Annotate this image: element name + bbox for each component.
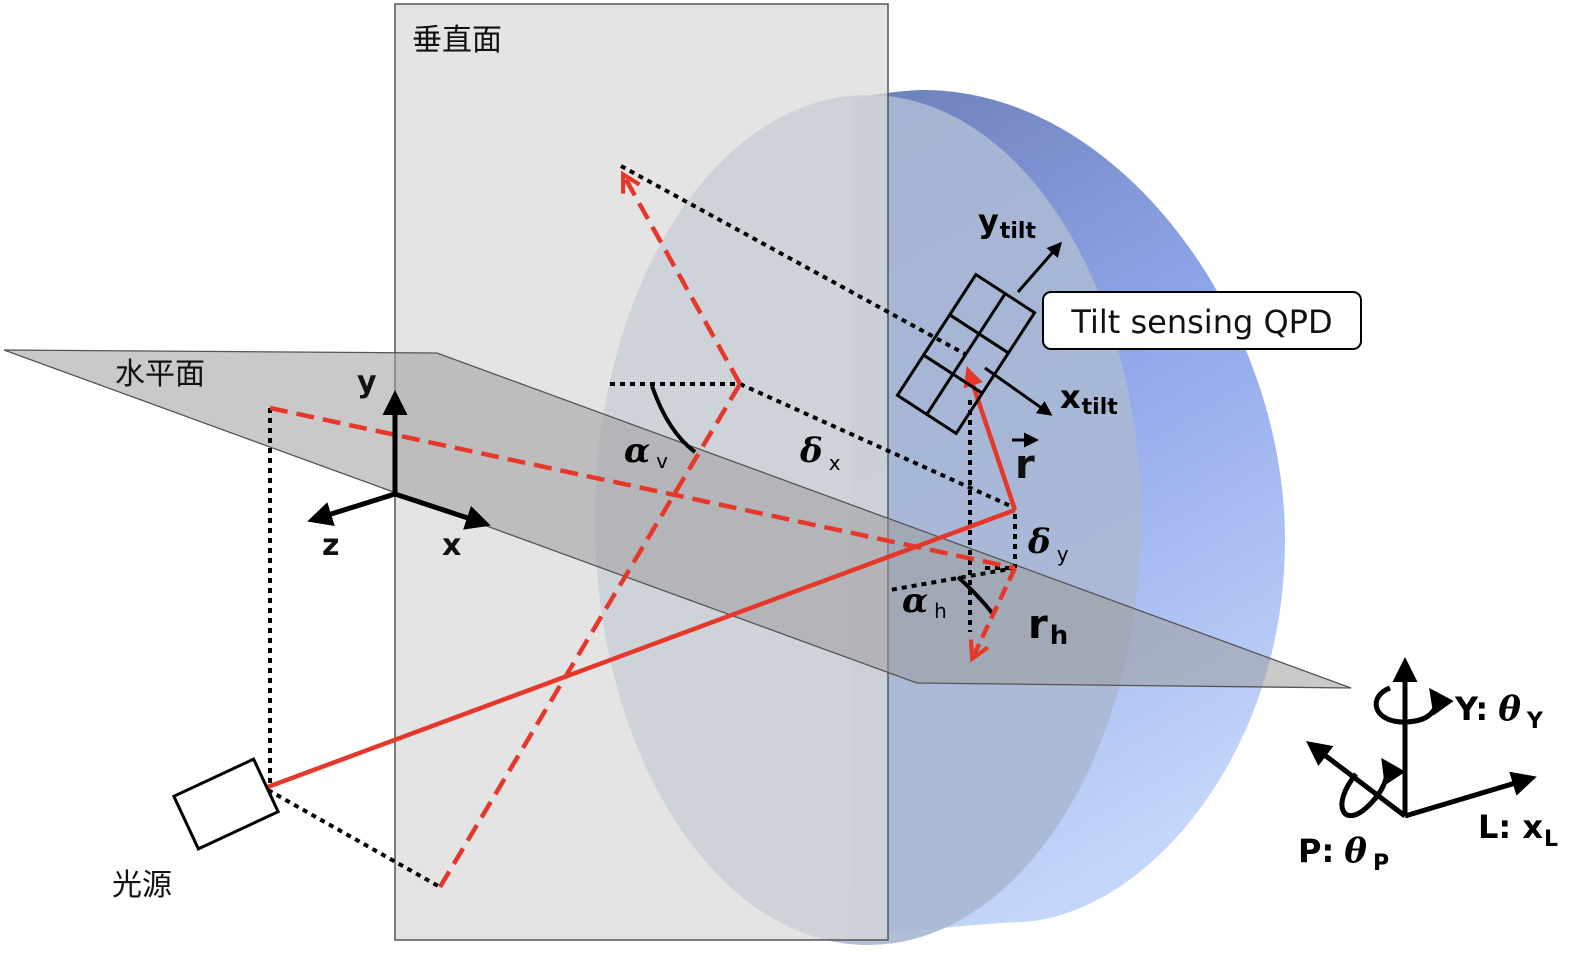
beam-horizontal bbox=[269, 405, 1016, 571]
y-tilt-label: ytilt bbox=[978, 202, 1036, 244]
beam-vertical-reflection bbox=[438, 382, 742, 889]
svg-text:r: r bbox=[1015, 442, 1035, 488]
axis-x-label: x bbox=[442, 528, 461, 563]
x-tilt-arrow bbox=[984, 366, 1053, 416]
light-source bbox=[171, 757, 281, 851]
r-vector bbox=[963, 366, 1018, 511]
dof-axes bbox=[1306, 657, 1537, 819]
r-vector-label: r bbox=[1012, 432, 1039, 488]
beam-vertical-up bbox=[624, 176, 742, 386]
pitch-rotation-icon bbox=[1339, 757, 1406, 819]
horizontal-plane-label: 水平面 bbox=[115, 357, 205, 392]
r-h-vector bbox=[973, 567, 1018, 657]
light-source-label: 光源 bbox=[112, 868, 172, 903]
construction-lines bbox=[267, 164, 1017, 889]
qpd-sensor bbox=[895, 272, 1037, 436]
yaw-rotation-icon bbox=[1373, 685, 1454, 725]
qpd-label: Tilt sensing QPD bbox=[1070, 303, 1332, 341]
coordinate-axes bbox=[307, 390, 491, 530]
alpha-h-arc bbox=[956, 575, 995, 616]
laser-beams bbox=[264, 176, 1018, 889]
horizontal-plane bbox=[3, 349, 1352, 689]
axis-z-label: z bbox=[322, 528, 339, 563]
axis-y-label: y bbox=[357, 365, 377, 400]
dof-L-label: L: xL bbox=[1478, 808, 1558, 852]
r-h-label: rh bbox=[1028, 602, 1068, 651]
qpd-label-box bbox=[1042, 291, 1362, 350]
alpha-v-arc bbox=[650, 385, 697, 454]
vertical-plane-label: 垂直面 bbox=[412, 23, 502, 58]
beam-solid bbox=[264, 507, 1016, 791]
x-tilt-label: xtilt bbox=[1060, 378, 1118, 420]
y-tilt-arrow bbox=[1016, 241, 1062, 293]
